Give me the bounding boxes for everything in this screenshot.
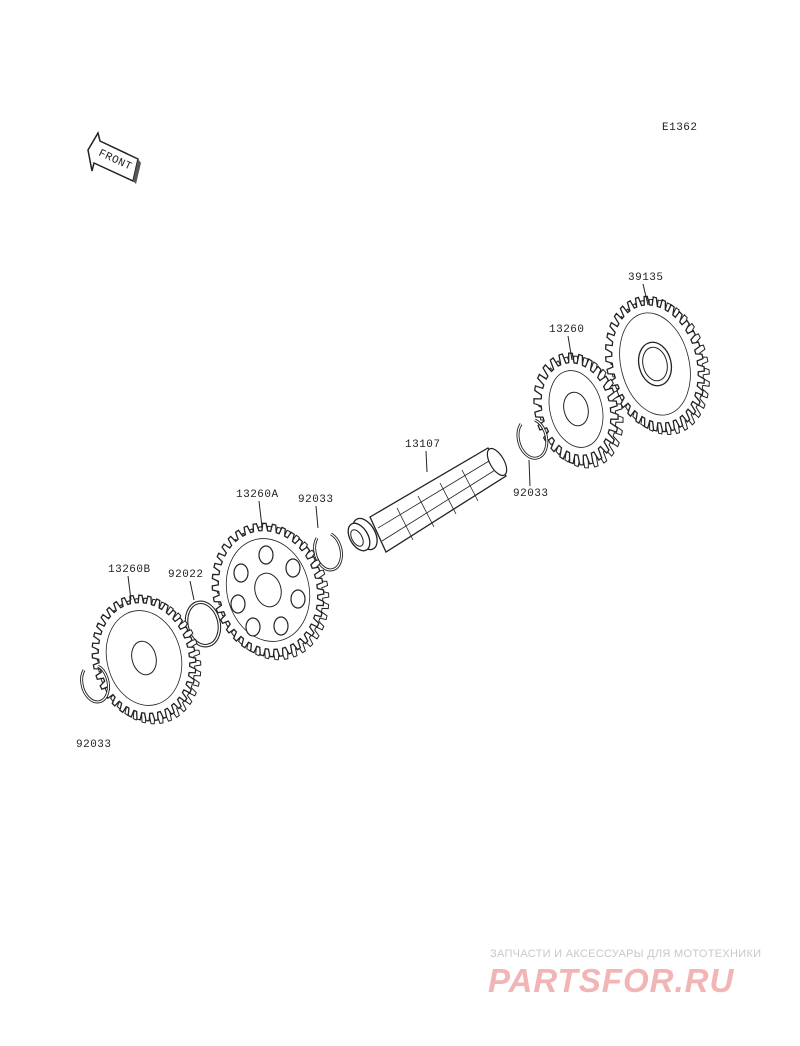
- front-arrow-icon: FRONT: [87, 131, 141, 184]
- gear-rim: [225, 538, 311, 642]
- label-92022: 92022: [168, 569, 204, 581]
- circlip-left: [80, 664, 110, 704]
- circlip-right: [516, 418, 549, 460]
- gear-39135: [604, 295, 710, 436]
- gear-rim: [619, 312, 691, 416]
- label-13107: 13107: [405, 439, 441, 451]
- label-13260: 13260: [549, 324, 585, 336]
- gear-13260a-holes: [230, 545, 306, 637]
- label-13260a: 13260A: [236, 489, 279, 501]
- gear-rim: [105, 610, 183, 706]
- gear-13260: [533, 352, 624, 469]
- watermark-tagline: ЗАПЧАСТИ И АКСЕССУАРЫ ДЛЯ МОТОТЕХНИКИ: [490, 948, 762, 960]
- shaft-13107: [347, 447, 508, 553]
- label-92033-left: 92033: [76, 739, 112, 751]
- gear-rim: [548, 370, 604, 448]
- label-39135: 39135: [628, 272, 664, 284]
- watermark-brand: PARTSFOR.RU: [488, 962, 735, 999]
- label-92033-right: 92033: [513, 488, 549, 500]
- diagram-id: E1362: [662, 122, 698, 134]
- gear-13260a: [211, 522, 330, 661]
- circlip-mid: [313, 532, 343, 572]
- label-13260b: 13260B: [108, 564, 151, 576]
- washer-92022: [184, 600, 222, 648]
- gear-13260b: [91, 594, 202, 725]
- label-92033-mid: 92033: [298, 494, 334, 506]
